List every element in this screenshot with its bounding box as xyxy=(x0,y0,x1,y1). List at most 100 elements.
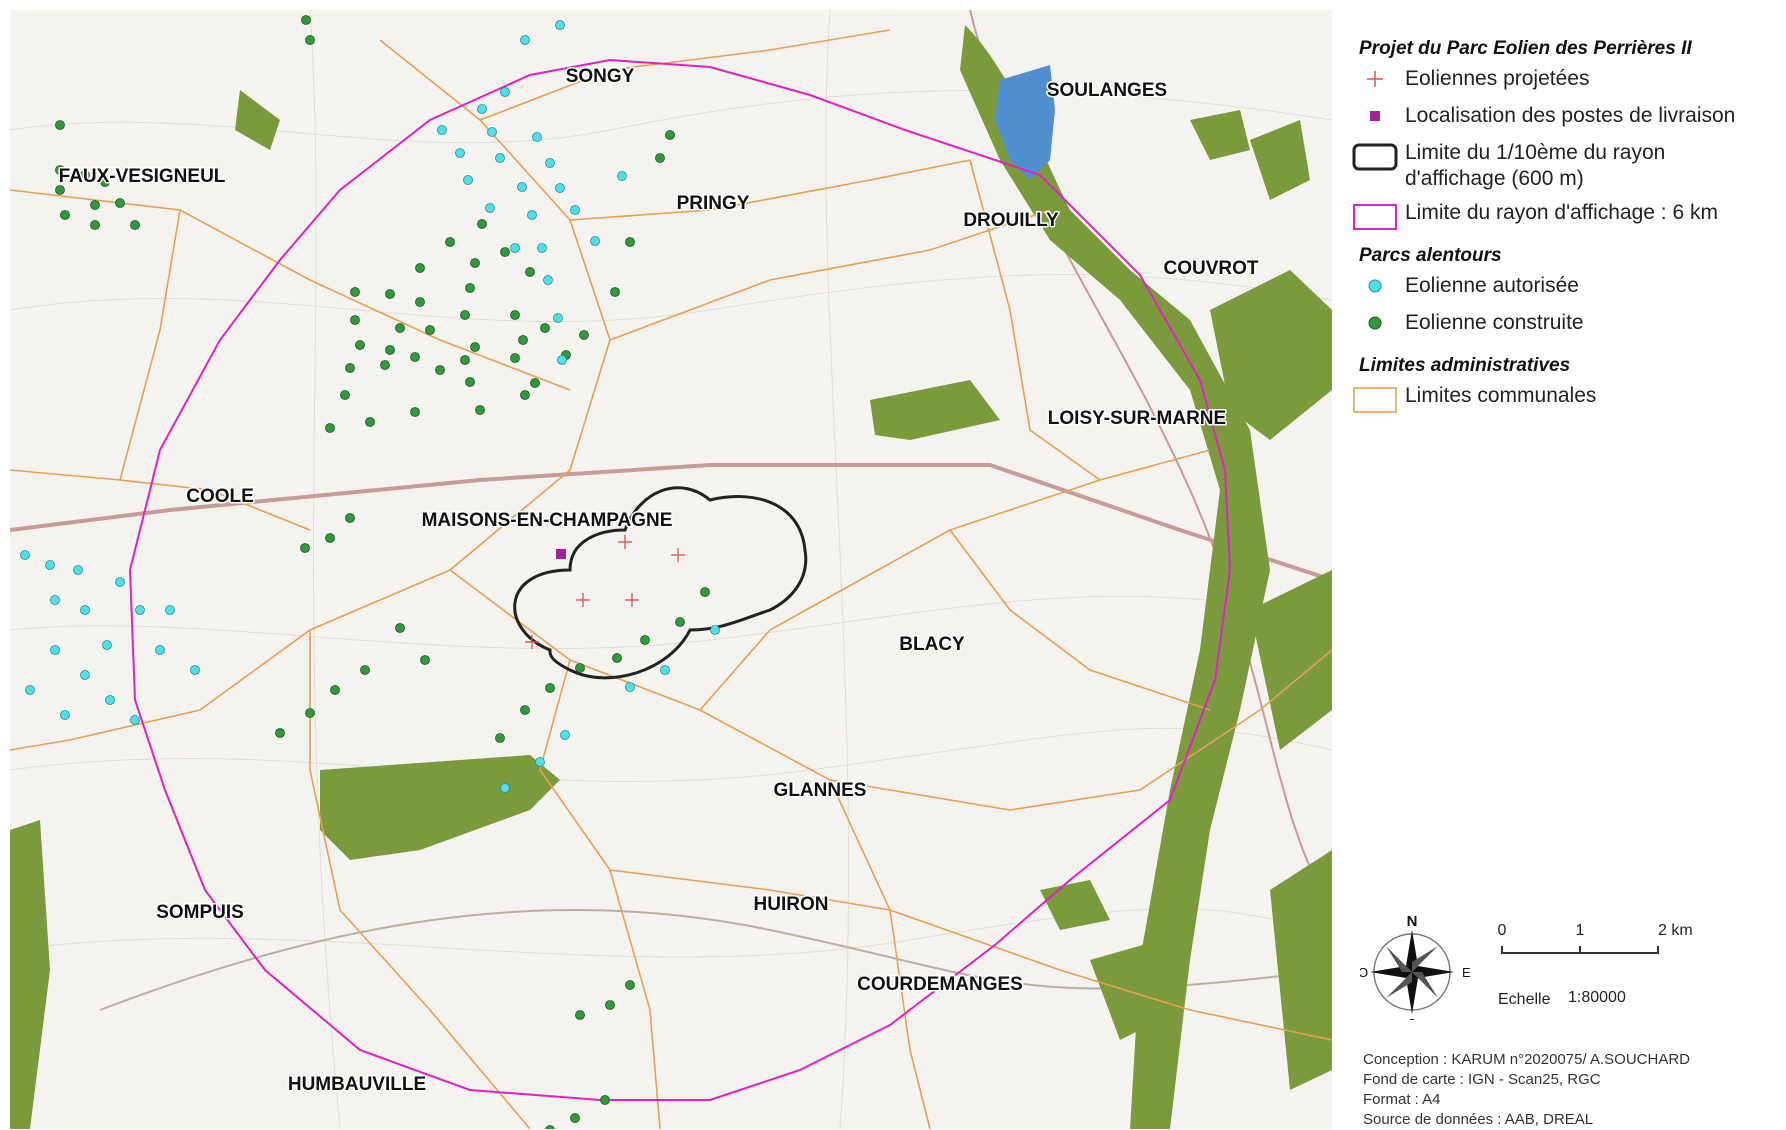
authorised-turbine-marker xyxy=(543,275,553,285)
built-turbine-marker xyxy=(395,623,405,633)
projected-turbine-marker xyxy=(625,593,639,607)
radius-600m xyxy=(513,486,808,680)
built-turbine-marker xyxy=(530,378,540,388)
authorised-turbine-marker xyxy=(517,182,527,192)
built-turbine-marker xyxy=(640,635,650,645)
built-turbine-marker xyxy=(305,708,315,718)
scale-compass-area: N S E O 0 1 2 km Echelle 1:80000 xyxy=(1360,910,1780,1020)
built-turbine-marker xyxy=(385,289,395,299)
compass-rose-icon: N S E O 0 1 2 km Echelle 1:80000 xyxy=(1360,913,1693,1020)
built-turbine-marker xyxy=(340,390,350,400)
place-label: BLACY xyxy=(899,634,965,655)
built-turbine-marker xyxy=(90,200,100,210)
built-turbine-marker xyxy=(465,283,475,293)
place-label: COURDEMANGES xyxy=(857,974,1023,995)
built-turbine-marker xyxy=(115,198,125,208)
place-label: SOULANGES xyxy=(1047,80,1167,101)
place-label: FAUX-VESIGNEUL xyxy=(59,166,226,187)
authorised-turbine-marker xyxy=(487,127,497,137)
compass-n: N xyxy=(1407,913,1418,930)
built-turbine-marker xyxy=(575,663,585,673)
orange-rect-icon xyxy=(1345,383,1405,415)
compass-s: S xyxy=(1408,1016,1417,1020)
place-label: SONGY xyxy=(566,66,635,87)
built-turbine-marker xyxy=(420,655,430,665)
compass-w: O xyxy=(1360,965,1368,980)
authorised-turbine-marker xyxy=(477,104,487,114)
credit-line: Conception : KARUM n°2020075/ A.SOUCHARD xyxy=(1363,1051,1690,1068)
built-turbine-marker xyxy=(60,210,70,220)
place-labels: SONGYSOULANGESFAUX-VESIGNEULPRINGYDROUIL… xyxy=(57,65,1260,1097)
compass-e: E xyxy=(1462,965,1471,980)
built-turbine-marker xyxy=(610,287,620,297)
authorised-turbine-marker xyxy=(532,132,542,142)
built-turbine-marker xyxy=(325,533,335,543)
authorised-turbine-marker xyxy=(45,560,55,570)
built-turbine-marker xyxy=(80,170,90,180)
built-turbine-marker xyxy=(300,543,310,553)
built-turbine-marker xyxy=(510,353,520,363)
projected-turbine-marker xyxy=(576,593,590,607)
square-icon xyxy=(1345,103,1405,127)
built-turbine-marker xyxy=(55,185,65,195)
authorised-turbine-marker xyxy=(527,210,537,220)
authorised-turbine-marker xyxy=(455,148,465,158)
authorised-turbine-marker xyxy=(553,313,563,323)
place-label: PRINGY xyxy=(677,193,750,214)
communal-limits xyxy=(10,29,1332,1129)
built-turbine-marker xyxy=(301,15,311,25)
built-turbine-marker xyxy=(605,1000,615,1010)
built-turbine-marker xyxy=(410,407,420,417)
built-turbine-marker xyxy=(545,683,555,693)
built-turbine-marker xyxy=(385,345,395,355)
legend-label: Limite du 1/10ème du rayon d'affichage (… xyxy=(1405,141,1666,190)
delivery-post-marker xyxy=(556,549,566,559)
built-turbine-marker xyxy=(495,733,505,743)
projected-turbine-marker xyxy=(525,635,539,649)
authorised-turbine-marker xyxy=(500,783,510,793)
legend-parcs-title: Parcs alentours xyxy=(1359,245,1502,266)
scale-tick-2: 2 km xyxy=(1658,922,1693,939)
authorised-turbine-marker xyxy=(50,645,60,655)
legend-label: Eoliennes projetées xyxy=(1405,67,1590,90)
authorised-turbine-marker xyxy=(500,87,510,97)
built-turbine-marker xyxy=(600,1095,610,1105)
credit-line: Format : A4 xyxy=(1363,1091,1441,1108)
authorised-turbine-marker xyxy=(590,236,600,246)
built-turbine-marker xyxy=(345,363,355,373)
authorised-turbine-marker xyxy=(535,757,545,767)
legend-admin-title: Limites administratives xyxy=(1359,355,1571,376)
authorised-turbine-marker xyxy=(115,577,125,587)
legend-item-radius-6km: Limite du rayon d'affichage : 6 km xyxy=(1345,200,1785,237)
place-label: SOMPUIS xyxy=(156,902,244,923)
built-turbine-marker xyxy=(330,685,340,695)
projected-turbines xyxy=(525,535,685,649)
legend-label: Eolienne construite xyxy=(1405,311,1584,334)
place-label: HUIRON xyxy=(754,894,829,915)
authorised-turbine-marker xyxy=(463,175,473,185)
built-turbine-marker xyxy=(518,335,528,345)
authorised-turbine-marker xyxy=(130,715,140,725)
built-turbine-marker xyxy=(477,219,487,229)
map-svg: SONGYSOULANGESFAUX-VESIGNEULPRINGYDROUIL… xyxy=(10,10,1332,1129)
magenta-rect-icon xyxy=(1345,200,1405,232)
projected-turbine-marker xyxy=(618,535,632,549)
built-turbine-marker xyxy=(500,247,510,257)
legend-label: Limite du rayon d'affichage : 6 km xyxy=(1405,201,1718,224)
authorised-turbine-marker xyxy=(73,565,83,575)
credit-line: Fond de carte : IGN - Scan25, RGC xyxy=(1363,1071,1601,1088)
authorised-turbine-marker xyxy=(135,605,145,615)
water-area xyxy=(995,65,1055,180)
projected-turbine-marker xyxy=(671,548,685,562)
built-turbine-marker xyxy=(612,653,622,663)
built-turbine-marker xyxy=(355,340,365,350)
legend-item-authorised-turbine: Eolienne autorisée xyxy=(1345,273,1785,310)
built-turbine-marker xyxy=(415,297,425,307)
authorised-turbine-marker xyxy=(165,605,175,615)
authorised-turbine-marker xyxy=(50,595,60,605)
authorised-turbine-marker xyxy=(155,645,165,655)
built-turbine-marker xyxy=(130,220,140,230)
legend-project-title: Projet du Parc Eolien des Perrières II xyxy=(1359,38,1692,59)
authorised-turbine-marker xyxy=(557,355,567,365)
